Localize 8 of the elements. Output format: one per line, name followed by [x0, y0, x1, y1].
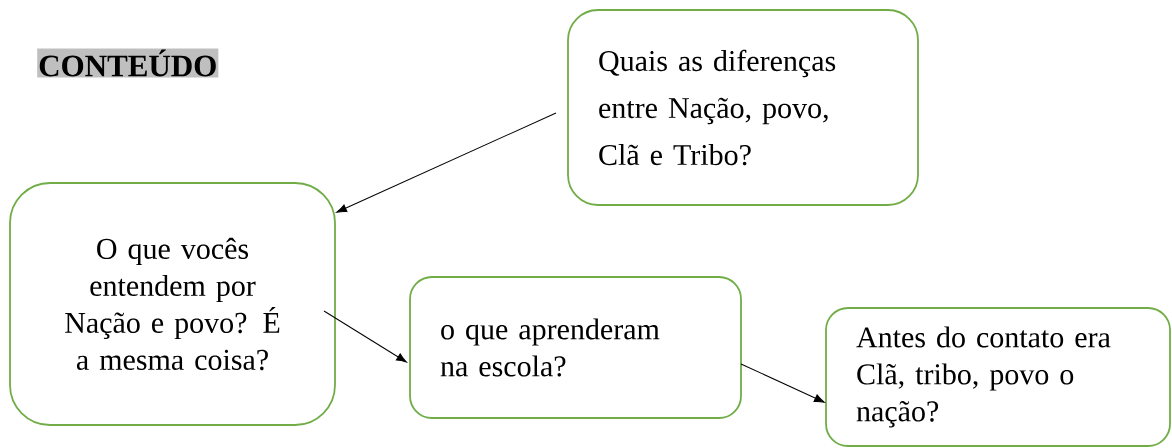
arrow: [336, 112, 557, 213]
arrow: [323, 310, 407, 363]
question-box: Quais as diferenças entre Nação, povo, Clã e Tribo?: [567, 9, 919, 206]
arrow: [740, 363, 825, 403]
heading: CONTEÚDO: [39, 49, 216, 77]
question-box: O que vocês entendem por Nação e povo? É a mesma coisa?: [9, 182, 336, 426]
question-box: Antes do contato era Clã, tribo, povo o nação?: [825, 307, 1171, 447]
question-box: o que aprenderam na escola?: [409, 276, 742, 419]
